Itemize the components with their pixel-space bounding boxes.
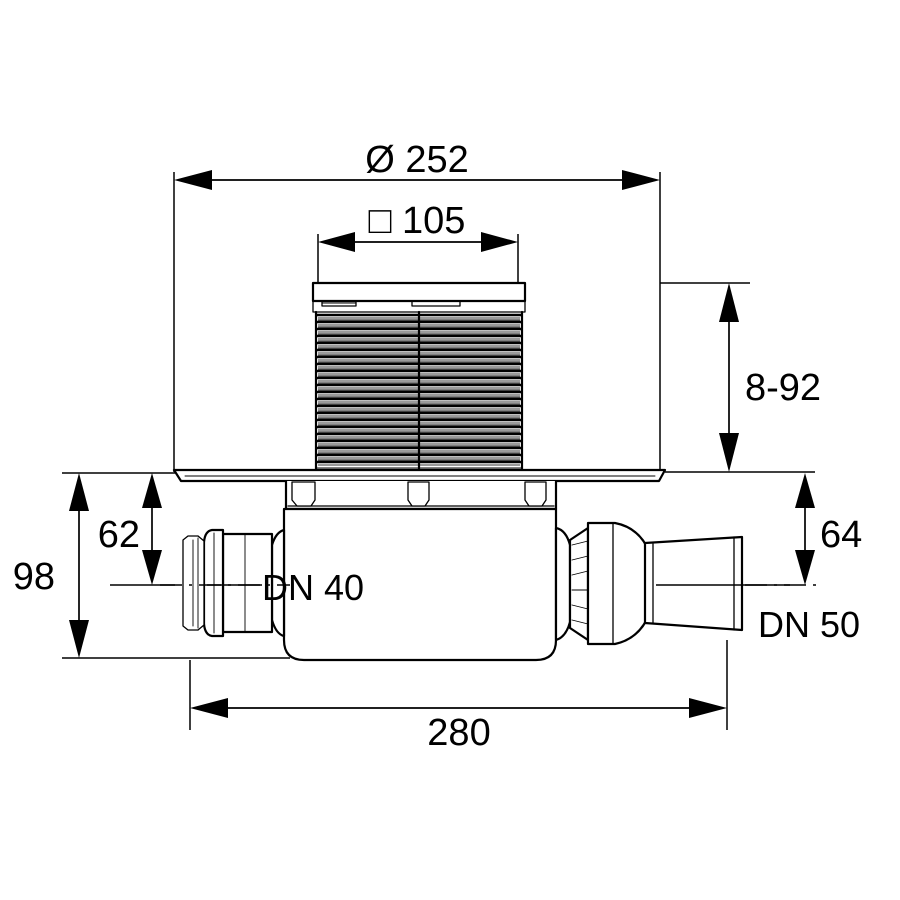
dn50-outlet-swivel bbox=[554, 521, 744, 646]
dimension-label-64: 64 bbox=[820, 514, 862, 556]
dimension-overall-diameter: Ø 252 bbox=[173, 139, 661, 472]
collar-foot-center bbox=[407, 481, 430, 507]
dimension-body-height: 98 bbox=[13, 472, 290, 659]
grate-top-cap bbox=[311, 281, 527, 303]
arrow-bottom-8-92 bbox=[719, 433, 739, 472]
dimension-label-252: Ø 252 bbox=[365, 139, 469, 181]
arrow-left-252 bbox=[174, 170, 212, 190]
dimension-adjustable-height: 8-92 bbox=[660, 282, 821, 473]
dimension-overall-length: 280 bbox=[189, 640, 728, 754]
arrow-bottom-98 bbox=[69, 620, 89, 658]
sealing-flange-plate bbox=[172, 468, 667, 483]
grate-cap-notch-left bbox=[321, 300, 357, 307]
inlet-seal-stack bbox=[182, 535, 205, 631]
inlet-end-cap bbox=[202, 528, 225, 638]
arrow-left-105 bbox=[318, 232, 355, 252]
dimension-label-280: 280 bbox=[427, 712, 490, 754]
slotted-grate bbox=[311, 281, 527, 472]
arrow-top-98 bbox=[69, 473, 89, 511]
callout-dn50: DN 50 bbox=[656, 584, 860, 645]
dimension-inlet-height: 62 bbox=[98, 473, 175, 586]
dimension-label-8-92: 8-92 bbox=[745, 367, 821, 409]
callout-label-dn50: DN 50 bbox=[758, 604, 860, 645]
flange-collar bbox=[284, 481, 558, 511]
arrow-left-280 bbox=[190, 698, 228, 718]
arrow-right-280 bbox=[689, 698, 727, 718]
arrow-right-252 bbox=[622, 170, 660, 190]
dimension-label-105: □ 105 bbox=[369, 200, 466, 242]
arrow-top-8-92 bbox=[719, 283, 739, 322]
dn40-inlet-spigot bbox=[182, 528, 286, 638]
collar-foot-right bbox=[524, 481, 547, 507]
collar-foot-left bbox=[291, 481, 316, 507]
dimension-label-98: 98 bbox=[13, 556, 55, 598]
drain-body-trap bbox=[282, 507, 558, 662]
callout-dn40: DN 40 bbox=[207, 567, 364, 608]
arrow-top-62 bbox=[142, 473, 162, 508]
grate-cap-notch-right bbox=[411, 300, 461, 307]
dimension-outlet-height: 64 bbox=[795, 473, 862, 585]
outlet-socket-ribs bbox=[571, 540, 589, 625]
arrow-right-105 bbox=[481, 232, 518, 252]
dimension-grate-square: □ 105 bbox=[317, 200, 519, 290]
dimension-label-62: 62 bbox=[98, 514, 140, 556]
arrow-bottom-62 bbox=[142, 550, 162, 585]
outlet-neck-transition bbox=[554, 526, 572, 642]
outlet-pipe bbox=[643, 535, 744, 632]
arrow-top-64 bbox=[795, 473, 815, 508]
body-outline bbox=[282, 507, 558, 662]
arrow-bottom-64 bbox=[795, 550, 815, 585]
callout-label-dn40: DN 40 bbox=[262, 567, 364, 608]
flange-plate-body bbox=[172, 468, 667, 483]
